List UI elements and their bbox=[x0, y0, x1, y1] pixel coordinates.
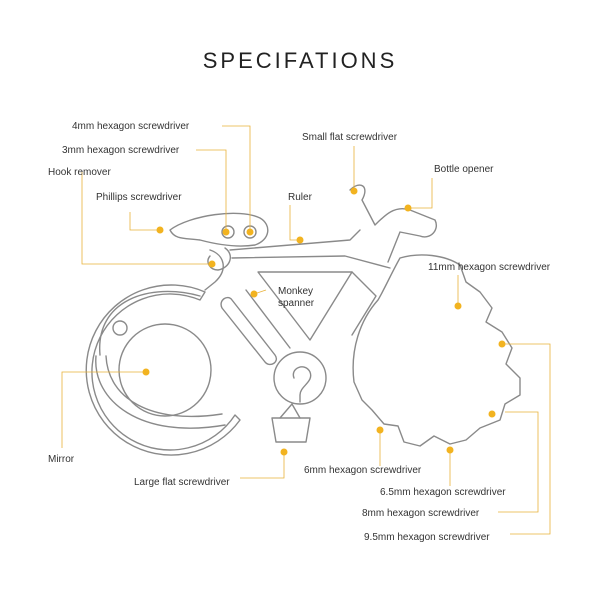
label-mirror: Mirror bbox=[48, 454, 75, 465]
dot-hex8 bbox=[488, 410, 496, 418]
dot-mirror bbox=[142, 368, 150, 376]
label-bottle: Bottle opener bbox=[434, 164, 494, 175]
dot-hook bbox=[208, 260, 216, 268]
label-hex6: 6mm hexagon screwdriver bbox=[304, 465, 422, 476]
label-hook: Hook remover bbox=[48, 167, 111, 178]
label-hex11: 11mm hexagon screwdriver bbox=[428, 262, 551, 273]
label-monkey-line1: Monkey bbox=[278, 286, 313, 297]
labels: 4mm hexagon screwdriver 3mm hexagon scre… bbox=[48, 121, 551, 543]
callout-dots bbox=[142, 187, 506, 456]
label-hex4: 4mm hexagon screwdriver bbox=[72, 121, 190, 132]
bike-tool-outline bbox=[85, 184, 521, 456]
label-smallflat: Small flat screwdriver bbox=[302, 132, 398, 143]
dot-monkey bbox=[250, 290, 258, 298]
dot-hex95 bbox=[498, 340, 506, 348]
dot-phillips bbox=[156, 226, 164, 234]
dot-hex4 bbox=[246, 228, 254, 236]
dot-hex11 bbox=[454, 302, 462, 310]
dot-largeflat bbox=[280, 448, 288, 456]
dot-hex3 bbox=[222, 228, 230, 236]
label-hex8: 8mm hexagon screwdriver bbox=[362, 508, 480, 519]
label-monkey-line2: spanner bbox=[278, 298, 315, 309]
dot-ruler bbox=[296, 236, 304, 244]
label-phillips: Phillips screwdriver bbox=[96, 192, 182, 203]
dot-smallflat bbox=[350, 187, 358, 195]
label-ruler: Ruler bbox=[288, 192, 313, 203]
dot-bottle bbox=[404, 204, 412, 212]
page-title: SPECIFATIONS bbox=[202, 48, 398, 73]
label-hex3: 3mm hexagon screwdriver bbox=[62, 145, 180, 156]
dot-hex65 bbox=[446, 446, 454, 454]
label-largeflat: Large flat screwdriver bbox=[134, 477, 230, 488]
label-hex95: 9.5mm hexagon screwdriver bbox=[364, 532, 490, 543]
label-hex65: 6.5mm hexagon screwdriver bbox=[380, 487, 506, 498]
dot-hex6 bbox=[376, 426, 384, 434]
leader-lines bbox=[61, 125, 551, 535]
